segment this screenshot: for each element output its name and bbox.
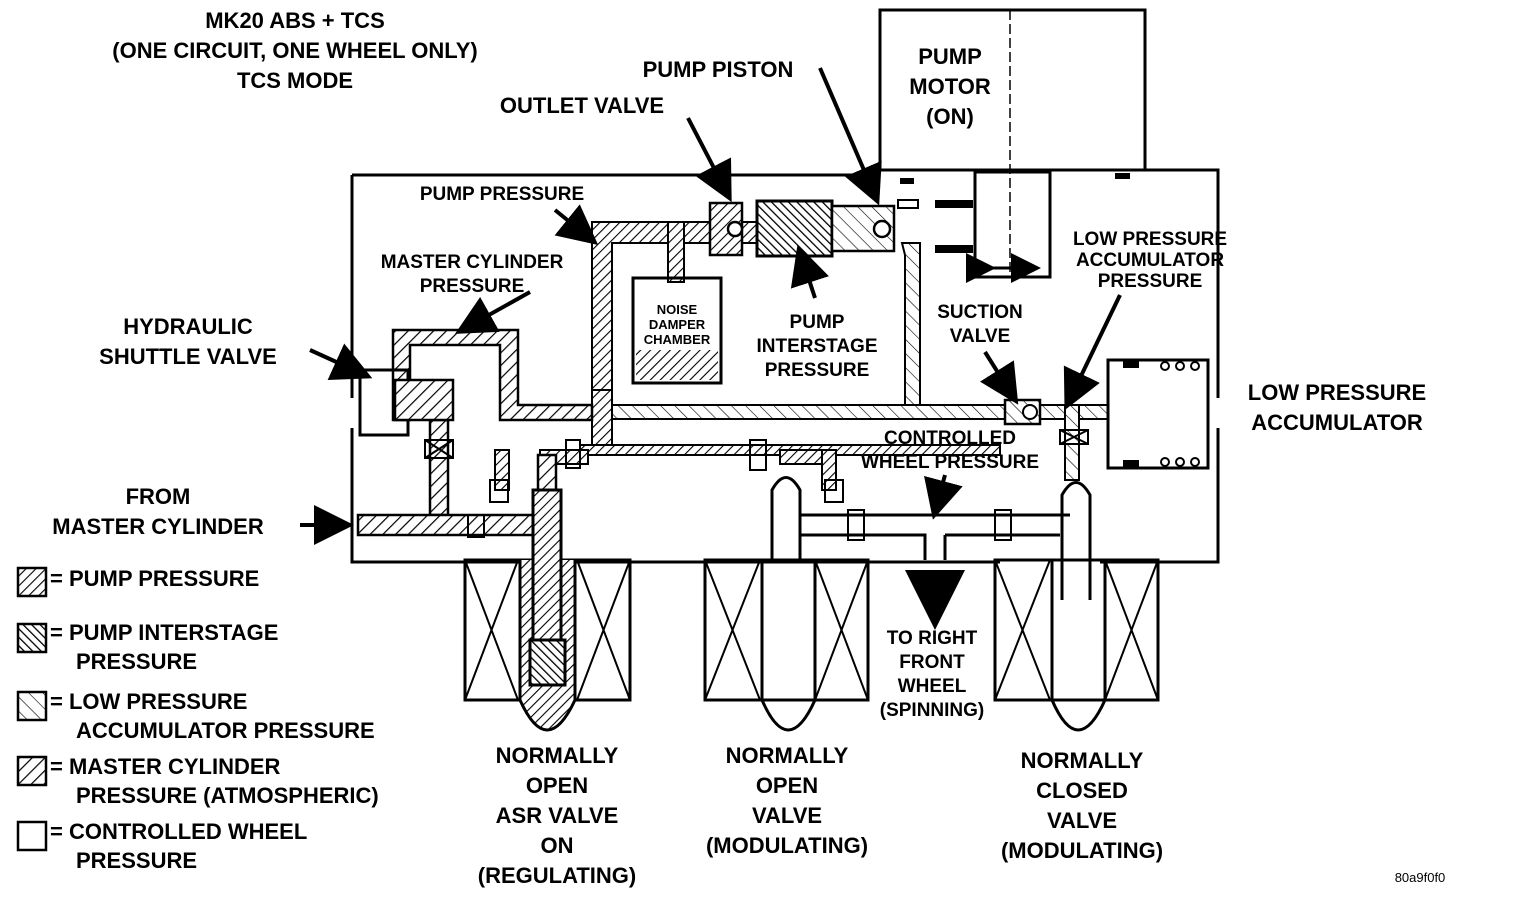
controlled-wheel-label-1: CONTROLLED xyxy=(884,428,1016,449)
to-wheel-label-1: TO RIGHT xyxy=(887,628,978,649)
controlled-wheel-label-2: WHEEL PRESSURE xyxy=(861,452,1039,473)
suction-valve-label-1: SUCTION xyxy=(937,302,1023,323)
lpa-pressure-label-3: PRESSURE xyxy=(1098,271,1203,292)
to-wheel-label-2: FRONT xyxy=(899,652,965,673)
legend-master-cylinder-line-1: = MASTER CYLINDER xyxy=(50,754,281,779)
no-valve-label-2: OPEN xyxy=(756,773,818,798)
lpa-label-1: LOW PRESSURE xyxy=(1248,380,1426,405)
legend-interstage-line-1: = PUMP INTERSTAGE xyxy=(50,620,278,645)
pump-interstage-label-2: INTERSTAGE xyxy=(756,336,877,357)
title-line-3: TCS MODE xyxy=(237,68,353,93)
legend-controlled-line-2: PRESSURE xyxy=(76,848,197,873)
suction-valve xyxy=(1003,398,1042,426)
legend-controlled-line-1: = CONTROLLED WHEEL xyxy=(50,819,307,844)
suction-valve-label-2: VALVE xyxy=(950,326,1011,347)
pump-pressure-label: PUMP PRESSURE xyxy=(420,184,584,205)
diagram-title: MK20 ABS + TCS (ONE CIRCUIT, ONE WHEEL O… xyxy=(112,8,477,93)
asr-valve-label-4: ON xyxy=(541,833,574,858)
legend-low-pressure-line-1: = LOW PRESSURE xyxy=(50,689,247,714)
from-master-cylinder-label-2: MASTER CYLINDER xyxy=(52,514,264,539)
hydraulic-shuttle-valve xyxy=(358,368,455,459)
legend: = PUMP PRESSURE = PUMP INTERSTAGE PRESSU… xyxy=(16,566,379,873)
nc-valve-label-2: CLOSED xyxy=(1036,778,1128,803)
pump-pressure-circuit xyxy=(494,221,1001,491)
nc-valve-label-3: VALVE xyxy=(1047,808,1117,833)
lpa-pressure-label-1: LOW PRESSURE xyxy=(1073,229,1227,250)
pump-motor: PUMP MOTOR (ON) xyxy=(878,8,1147,283)
from-master-cylinder-label-1: FROM xyxy=(126,484,191,509)
legend-item-pump-pressure: = PUMP PRESSURE xyxy=(16,566,259,598)
lpa-label-2: ACCUMULATOR xyxy=(1251,410,1423,435)
shuttle-valve-label-1: HYDRAULIC xyxy=(123,314,253,339)
legend-interstage-line-2: PRESSURE xyxy=(76,649,197,674)
pump-motor-label-1: PUMP xyxy=(918,44,982,69)
lpa-pressure-label-2: ACCUMULATOR xyxy=(1076,250,1224,271)
pump-piston-label: PUMP PISTON xyxy=(643,57,794,82)
normally-closed-valve xyxy=(993,429,1160,732)
legend-item-low-pressure: = LOW PRESSURE ACCUMULATOR PRESSURE xyxy=(16,689,375,743)
asr-valve-label-3: ASR VALVE xyxy=(496,803,619,828)
legend-item-interstage: = PUMP INTERSTAGE PRESSURE xyxy=(16,620,278,674)
normally-open-valve xyxy=(703,439,870,732)
callout-arrows xyxy=(300,67,1122,630)
no-valve-label-1: NORMALLY xyxy=(726,743,849,768)
asr-valve-label-5: (REGULATING) xyxy=(478,863,636,888)
outlet-valve xyxy=(708,201,744,257)
shuttle-valve-label-2: SHUTTLE VALVE xyxy=(99,344,277,369)
pump-motor-label-2: MOTOR xyxy=(909,74,991,99)
asr-valve-label-1: NORMALLY xyxy=(496,743,619,768)
no-valve-label-4: (MODULATING) xyxy=(706,833,868,858)
legend-item-master-cylinder: = MASTER CYLINDER PRESSURE (ATMOSPHERIC) xyxy=(16,754,379,808)
legend-pump-pressure-line-1: = PUMP PRESSURE xyxy=(50,566,259,591)
pump-interstage-label-3: PRESSURE xyxy=(765,360,870,381)
noise-damper-chamber: NOISE DAMPER CHAMBER xyxy=(631,276,723,385)
low-pressure-circuit xyxy=(611,242,1109,481)
master-cylinder-pressure-label-2: PRESSURE xyxy=(420,276,525,297)
pump-motor-label-3: (ON) xyxy=(926,104,974,129)
noise-damper-label-1: NOISE xyxy=(657,302,698,317)
figure-code: 80a9f0f0 xyxy=(1395,870,1446,885)
to-wheel-label-4: (SPINNING) xyxy=(880,700,985,721)
nc-valve-label-1: NORMALLY xyxy=(1021,748,1144,773)
legend-low-pressure-line-2: ACCUMULATOR PRESSURE xyxy=(76,718,375,743)
legend-master-cylinder-line-2: PRESSURE (ATMOSPHERIC) xyxy=(76,783,379,808)
title-line-1: MK20 ABS + TCS xyxy=(205,8,385,33)
outlet-valve-label: OUTLET VALVE xyxy=(500,93,664,118)
nc-valve-label-4: (MODULATING) xyxy=(1001,838,1163,863)
title-line-2: (ONE CIRCUIT, ONE WHEEL ONLY) xyxy=(112,38,477,63)
asr-valve-label-2: OPEN xyxy=(526,773,588,798)
noise-damper-label-2: DAMPER xyxy=(649,317,706,332)
pump-interstage-label-1: PUMP xyxy=(790,312,845,333)
asr-valve xyxy=(463,439,632,732)
master-cylinder-pressure-label-1: MASTER CYLINDER xyxy=(381,252,564,273)
noise-damper-label-3: CHAMBER xyxy=(644,332,711,347)
component-labels: PUMP PISTON OUTLET VALVE PUMP PRESSURE M… xyxy=(52,57,1445,888)
no-valve-label-3: VALVE xyxy=(752,803,822,828)
legend-item-controlled: = CONTROLLED WHEEL PRESSURE xyxy=(16,819,307,873)
to-wheel-label-3: WHEEL xyxy=(898,676,967,697)
low-pressure-accumulator xyxy=(1106,358,1210,470)
